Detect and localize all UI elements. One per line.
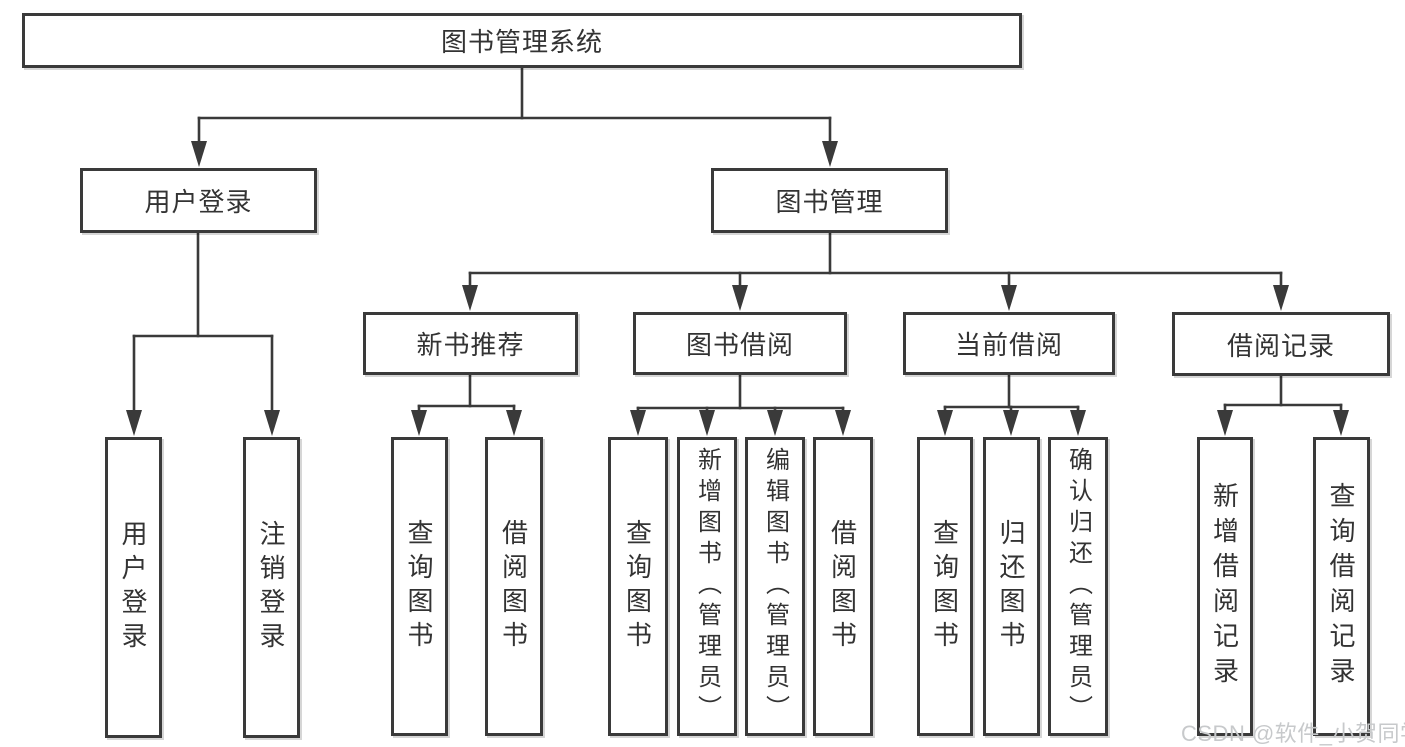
node-label-leaf-user-login: 用户登录: [118, 519, 148, 656]
arrowhead-icon: [462, 285, 478, 311]
node-label-user-login: 用户登录: [144, 187, 253, 217]
node-leaf-logout: 注销登录: [243, 437, 300, 738]
arrowhead-icon: [937, 410, 953, 436]
node-label-borrow-records: 借阅记录: [1226, 330, 1335, 361]
node-leaf-bb-query: 查询图书: [608, 437, 668, 736]
node-label-book-borrow: 图书借阅: [685, 330, 794, 360]
node-label-leaf-bb-edit: 编辑图书（管理员）: [761, 447, 789, 726]
node-current-borrow: 当前借阅: [903, 312, 1115, 375]
node-label-leaf-br-query: 查询借阅记录: [1326, 481, 1356, 692]
arrowhead-icon: [1003, 410, 1019, 436]
node-label-new-book-rec: 新书推荐: [416, 330, 525, 360]
arrowhead-icon: [767, 410, 783, 436]
arrowhead-icon: [506, 410, 522, 436]
node-leaf-cb-confirm: 确认归还（管理员）: [1048, 437, 1108, 736]
arrowhead-icon: [822, 141, 838, 167]
arrowhead-icon: [411, 410, 427, 436]
arrowhead-icon: [835, 410, 851, 436]
arrowhead-icon: [1333, 410, 1349, 436]
node-label-leaf-logout: 注销登录: [256, 519, 286, 656]
arrowhead-icon: [1217, 410, 1233, 436]
node-leaf-nbr-query: 查询图书: [391, 437, 448, 736]
node-leaf-nbr-borrow: 借阅图书: [485, 437, 543, 736]
node-borrow-records: 借阅记录: [1172, 312, 1390, 376]
arrowhead-icon: [126, 410, 142, 436]
node-label-root: 图书管理系统: [440, 27, 603, 57]
node-label-leaf-cb-confirm: 确认归还（管理员）: [1064, 447, 1092, 726]
node-leaf-bb-add: 新增图书（管理员）: [677, 437, 737, 736]
arrowhead-icon: [191, 141, 207, 167]
watermark: CSDN @软件_小贺同学: [1181, 721, 1405, 746]
node-leaf-br-query: 查询借阅记录: [1313, 437, 1370, 736]
node-leaf-cb-return: 归还图书: [983, 437, 1040, 736]
arrowhead-icon: [1001, 285, 1017, 311]
arrowhead-icon: [1070, 410, 1086, 436]
node-leaf-bb-borrow: 借阅图书: [813, 437, 873, 736]
node-leaf-br-add: 新增借阅记录: [1197, 437, 1253, 736]
node-root: 图书管理系统: [22, 13, 1022, 68]
arrowhead-icon: [732, 285, 748, 311]
node-book-mgmt: 图书管理: [711, 168, 948, 233]
connector-new-book-rec-split: [411, 375, 522, 436]
node-new-book-rec: 新书推荐: [363, 312, 578, 375]
arrowhead-icon: [699, 410, 715, 436]
node-label-leaf-cb-return: 归还图书: [996, 518, 1026, 655]
arrowhead-icon: [264, 410, 280, 436]
node-leaf-bb-edit: 编辑图书（管理员）: [745, 437, 805, 736]
connector-book-mgmt-split: [462, 233, 1289, 311]
node-book-borrow: 图书借阅: [633, 312, 847, 375]
node-label-leaf-bb-borrow: 借阅图书: [827, 518, 858, 655]
node-label-leaf-bb-add: 新增图书（管理员）: [693, 447, 721, 726]
arrowhead-icon: [1273, 285, 1289, 311]
connector-borrow-records-split: [1217, 376, 1349, 436]
node-label-leaf-cb-query: 查询图书: [929, 518, 960, 655]
node-label-leaf-bb-query: 查询图书: [622, 518, 653, 655]
connector-current-borrow-split: [937, 375, 1086, 436]
connector-root-split: [191, 68, 838, 167]
node-label-leaf-nbr-query: 查询图书: [404, 518, 434, 655]
node-leaf-user-login: 用户登录: [105, 437, 162, 738]
connector-book-borrow-split: [630, 375, 851, 436]
node-label-current-borrow: 当前借阅: [954, 330, 1063, 360]
node-label-leaf-br-add: 新增借阅记录: [1209, 481, 1240, 692]
arrowhead-icon: [630, 410, 646, 436]
connector-user-login-split: [126, 233, 280, 436]
node-leaf-cb-query: 查询图书: [917, 437, 973, 736]
node-user-login: 用户登录: [80, 168, 317, 233]
node-label-book-mgmt: 图书管理: [775, 187, 884, 217]
node-label-leaf-nbr-borrow: 借阅图书: [498, 518, 529, 655]
